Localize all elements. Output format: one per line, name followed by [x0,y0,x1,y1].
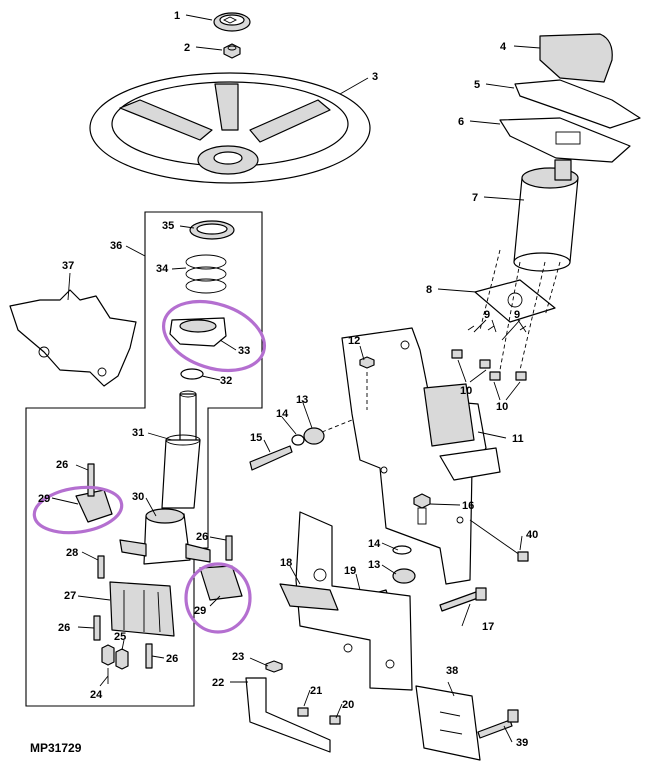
callout-31: 31 [132,427,144,439]
callout-30: 30 [132,491,144,503]
callout-27: 27 [64,590,76,602]
callout-37: 37 [62,260,74,272]
callout-16: 16 [462,500,474,512]
callout-26a: 26 [56,459,68,471]
callout-28: 28 [66,547,78,559]
highlight-ring-29-left [32,485,124,535]
callout-35: 35 [162,220,174,232]
bolt-40-part [469,519,529,562]
callout-17: 17 [482,621,494,633]
callout-2: 2 [184,42,190,54]
callout-34: 34 [156,263,169,275]
callout-6: 6 [458,116,464,128]
column-bracket-part [474,279,556,323]
callout-7: 7 [472,192,478,204]
callout-24: 24 [90,689,103,701]
callout-13b: 13 [368,559,380,571]
callout-11: 11 [512,433,524,445]
callout-32: 32 [220,375,232,387]
hub-cap-part [213,12,251,32]
callout-25: 25 [114,631,126,643]
shaft-31-part [161,390,201,509]
pin-28-part [97,555,105,579]
highlight-ring-33 [161,299,267,373]
callout-3: 3 [372,71,378,83]
lever-plate-part [514,79,641,129]
callout-26b: 26 [196,531,208,543]
callout-33: 33 [238,345,250,357]
retaining-ring-35-part [189,220,235,240]
mount-plate-part [415,685,519,761]
callout-8: 8 [426,284,432,296]
callout-1: 1 [174,10,180,22]
leader-lines [51,14,541,743]
column-cover-part [539,33,613,83]
callout-15: 15 [250,432,262,444]
callout-40: 40 [526,529,538,541]
callout-38: 38 [446,665,458,677]
steering-column-part [513,159,579,272]
callout-36: 36 [110,240,122,252]
column-shroud-part [499,117,631,163]
block-27-part [109,581,175,637]
steering-support-frame-part [341,327,501,585]
callout-14a: 14 [276,408,289,420]
bracket-37-part [9,289,137,387]
callout-10a: 10 [460,385,472,397]
callout-29a: 29 [38,493,50,505]
fittings-25-part [101,644,129,670]
callout-9a: 9 [484,309,490,321]
callout-21: 21 [310,685,322,697]
bearing-33-part [169,317,227,347]
callout-18: 18 [280,557,292,569]
o-ring-32-part [180,368,204,380]
callout-4: 4 [500,41,507,53]
figure-id: MP31729 [30,741,82,755]
bushing-lower-part [392,545,416,584]
bushing-upper-part [249,419,353,471]
callout-29b: 29 [194,605,206,617]
callout-23: 23 [232,651,244,663]
callout-19: 19 [344,565,356,577]
highlight-ring-29-right [184,562,252,634]
callout-39: 39 [516,737,528,749]
floor-bracket-part [245,660,341,753]
callout-12: 12 [348,335,360,347]
callout-26d: 26 [166,653,178,665]
callout-13a: 13 [296,394,308,406]
spring-34-part [185,254,227,294]
fitting-29-left-part [75,489,113,523]
callout-10b: 10 [496,401,508,413]
callout-5: 5 [474,79,480,91]
fitting-29-right-part [199,565,243,601]
callout-26c: 26 [58,622,70,634]
pedal-bracket-part [279,511,413,691]
callout-20: 20 [342,699,354,711]
bolt-17-part [439,587,487,612]
callout-14b: 14 [368,538,381,550]
steering-valve-30-part [119,508,211,565]
callout-22: 22 [212,677,224,689]
bolt-set-9-10-part [451,325,527,381]
callout-9b: 9 [514,309,520,321]
steering-wheel-part [89,72,371,184]
wheel-nut-part [223,43,241,59]
